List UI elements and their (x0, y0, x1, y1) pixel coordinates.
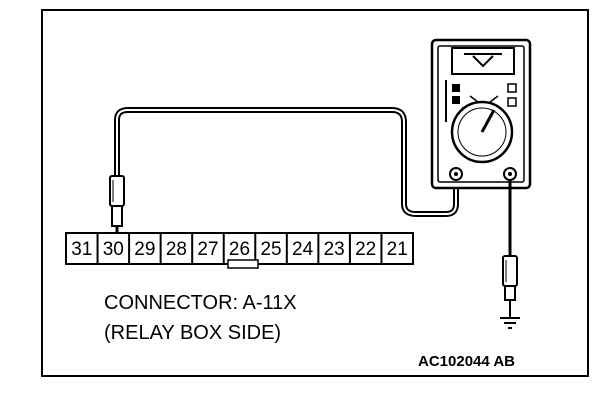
test-probe-icon (109, 175, 125, 236)
ground-symbol-icon (500, 317, 520, 329)
pin-21-label: 21 (387, 239, 408, 260)
ground-lead (502, 180, 518, 318)
connector-pins: 31 30 29 28 27 26 25 24 23 22 21 (71, 233, 408, 264)
pin-31-label: 31 (71, 239, 92, 260)
pin-30-label: 30 (103, 239, 124, 260)
pin-25-label: 25 (260, 239, 281, 260)
caption-connector-side: (RELAY BOX SIDE) (104, 322, 281, 344)
pin-22-label: 22 (355, 239, 376, 260)
pin-24-label: 24 (292, 239, 314, 260)
test-lead-cable-outline (114, 107, 459, 217)
pin-26-marker (227, 259, 259, 269)
pin-26-label: 26 (229, 239, 250, 260)
pin-29-label: 29 (134, 239, 155, 260)
reference-code: AC102044 AB (418, 353, 515, 370)
diagram-frame (41, 9, 589, 377)
connector-a-11x: 31 30 29 28 27 26 25 24 23 22 21 (65, 232, 414, 269)
meter-display (451, 47, 515, 75)
caption-connector-name: CONNECTOR: A-11X (104, 292, 297, 314)
test-lead-cable-core (116, 109, 457, 215)
pin-23-label: 23 (324, 239, 345, 260)
multimeter-icon (430, 38, 532, 190)
pin-27-label: 27 (197, 239, 218, 260)
pin-28-label: 28 (166, 239, 187, 260)
